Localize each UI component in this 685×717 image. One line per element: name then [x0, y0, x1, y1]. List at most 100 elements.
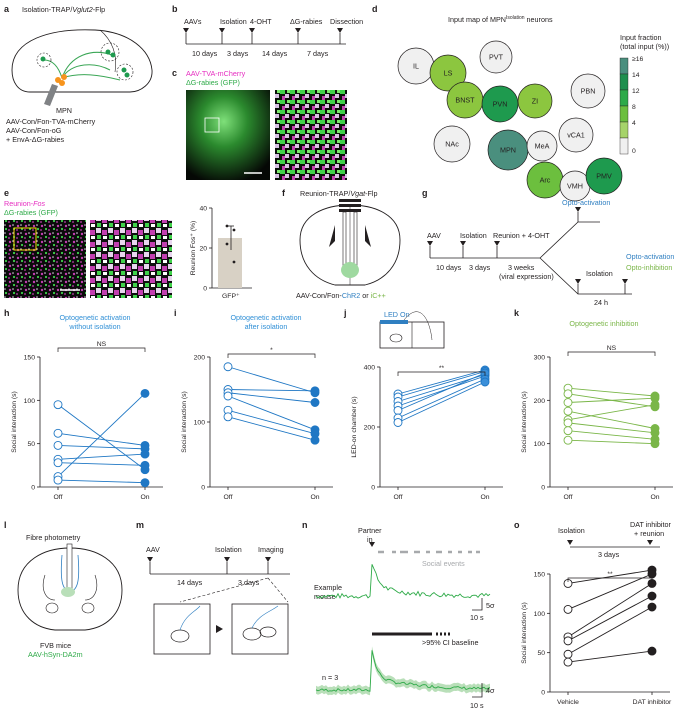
x-tick-label: DAT inhibitor: [633, 699, 672, 706]
panel-b-event-3: 4-OHT: [250, 17, 272, 26]
panel-b-interval-4: 7 days: [307, 49, 329, 58]
panel-m-event-1: AAV: [146, 545, 160, 554]
panel-c-image-overview: [186, 90, 270, 180]
legend-swatch: [619, 73, 629, 91]
panel-a-region: MPN: [56, 106, 72, 115]
pair-line: [57, 393, 146, 477]
point-before: [563, 389, 573, 399]
pair-line: [227, 395, 316, 431]
node-label-pbn: PBN: [581, 87, 596, 96]
point-before: [53, 458, 63, 468]
node-vca1: [558, 117, 594, 153]
legend-tick: ≥16: [632, 56, 644, 63]
panel-g-letter: g: [422, 188, 428, 198]
pair-line: [567, 569, 653, 584]
panel-h-title-2: without isolation: [68, 322, 120, 331]
node-label-arc: Arc: [540, 176, 551, 185]
panel-n: n Partner in Social events Example mouse…: [302, 520, 495, 710]
panel-n-trace-band: [316, 646, 490, 696]
pair-line: [567, 397, 656, 403]
pair-line: [57, 479, 146, 484]
data-point: [225, 224, 229, 228]
panel-b-interval-2: 3 days: [227, 49, 249, 58]
panel-l-letter: l: [4, 520, 7, 530]
point-before: [563, 418, 573, 428]
y-tick-label: 50: [537, 650, 545, 657]
panel-c-letter: c: [172, 68, 177, 78]
point-after: [310, 398, 320, 407]
pair-line: [567, 606, 653, 655]
pair-line: [227, 392, 316, 403]
panel-d-title: Input map of MPNIsolation neurons: [448, 15, 553, 24]
x-tick-label: Off: [564, 494, 573, 501]
panel-f-virus: AAV-Con/Fon-ChR2 or iC++: [296, 291, 386, 300]
pair-line: [397, 369, 486, 395]
panel-n-scale-2: 4σ: [486, 686, 495, 695]
sig-label: **: [439, 365, 445, 372]
pair-line: [57, 453, 146, 460]
panel-n-time-2: 10 s: [470, 701, 484, 710]
pair-line: [57, 444, 146, 450]
panel-n-trace-example: [315, 564, 491, 599]
y-tick-label: 150: [534, 572, 546, 579]
panel-e-label-2: ΔG-rabies (GFP): [4, 208, 58, 217]
y-tick-label: 50: [27, 441, 35, 448]
point-after: [140, 449, 150, 459]
y-tick-label: 150: [24, 355, 36, 362]
panel-l-virus: AAV-hSyn-DA2m: [28, 650, 83, 659]
legend-tick: 0: [632, 148, 636, 155]
panel-e-image-zoom: [90, 220, 172, 298]
point-before: [53, 440, 63, 450]
y-tick-label: 100: [194, 420, 206, 427]
legend-tick: 12: [632, 88, 640, 95]
legend-tick: 8: [632, 104, 636, 111]
panel-o-letter: o: [514, 520, 520, 530]
panel-b-event-1: AAVs: [184, 17, 202, 26]
panel-g-branch-24h: 24 h: [594, 298, 608, 307]
panel-m-interval-2: 3 days: [238, 578, 260, 587]
panel-o-event-3: + reunion: [634, 529, 664, 538]
panel-g-branch-top: Opto-activation: [562, 198, 610, 207]
panel-m-letter: m: [136, 520, 144, 530]
x-tick-label: On: [650, 494, 659, 501]
node-label-zi: ZI: [532, 97, 538, 106]
panel-n-letter: n: [302, 520, 308, 530]
panel-f-letter: f: [282, 188, 286, 198]
pair-line: [227, 409, 316, 435]
pair-line: [567, 650, 653, 663]
panel-g-interval-1: 10 days: [436, 263, 462, 272]
pair-line: [567, 595, 653, 642]
sig-bracket: [227, 353, 316, 358]
y-axis-label: LED-on chamber (s): [351, 396, 358, 457]
panel-f: f Reunion-TRAP/Vgat-Flp AAV-Con/Fon-ChR2…: [282, 188, 401, 300]
y-tick-label: 0: [201, 485, 205, 492]
node-pmv: [585, 157, 623, 195]
node-label-pmv: PMV: [596, 172, 612, 181]
y-tick-label: 300: [534, 355, 546, 362]
y-axis-label: Social interaction (s): [11, 391, 18, 453]
panel-d-letter: d: [372, 4, 378, 14]
pair-line: [567, 422, 656, 434]
node-label-mea: MeA: [535, 142, 550, 151]
panel-c-image-zoom: [275, 90, 347, 180]
panel-a-line-2: AAV-Con/Fon-oG: [6, 126, 62, 135]
point-before: [563, 649, 573, 659]
panel-m: m AAV Isolation Imaging 14 days 3 days: [136, 520, 290, 655]
point-before: [563, 406, 573, 416]
node-label-mpn: MPN: [500, 146, 516, 155]
panel-m-interval-1: 14 days: [177, 578, 203, 587]
pair-line: [397, 372, 486, 411]
y-tick-label: 100: [24, 398, 36, 405]
panel-e-letter: e: [4, 188, 9, 198]
panel-g-event-2: Isolation: [460, 231, 487, 240]
panel-g-interval-3: 3 weeks: [508, 263, 535, 272]
panel-g-event-1: AAV: [427, 231, 441, 240]
legend-swatch: [619, 57, 629, 75]
panel-b-interval-3: 14 days: [262, 49, 288, 58]
panel-c-label-2: ΔG-rabies (GFP): [186, 78, 240, 87]
panel-n-partner-2: in: [367, 535, 373, 544]
y-tick-label: 40: [199, 206, 207, 213]
